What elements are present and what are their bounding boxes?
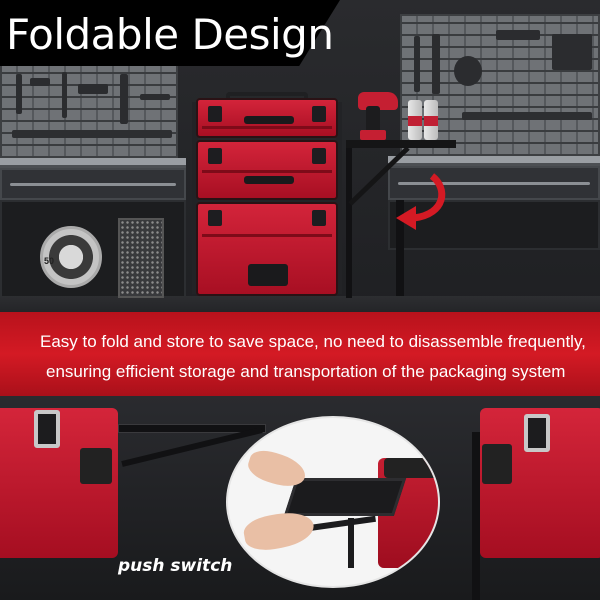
wrench-set-icon bbox=[496, 30, 540, 40]
latch-icon bbox=[312, 106, 326, 122]
cable-reel-label: 50 bbox=[44, 256, 55, 266]
tool-rail bbox=[12, 130, 172, 138]
drill-battery bbox=[360, 130, 386, 140]
bench-leg bbox=[396, 200, 404, 300]
toolbox-side-right bbox=[480, 408, 600, 558]
spray-can-icon bbox=[424, 100, 438, 140]
banner-line-1: Easy to fold and store to save space, no… bbox=[40, 332, 586, 351]
extended-arm bbox=[118, 424, 266, 433]
latch-icon bbox=[208, 148, 222, 164]
pliers-icon bbox=[454, 56, 482, 86]
floor bbox=[0, 296, 600, 312]
spray-can-icon bbox=[408, 100, 422, 140]
toolbox-side-left bbox=[0, 408, 118, 558]
arm-brace bbox=[121, 428, 263, 467]
curved-arrow-icon bbox=[396, 173, 446, 230]
drill-icon bbox=[358, 92, 398, 110]
wrench-icon bbox=[140, 94, 170, 100]
shelf-brace bbox=[348, 146, 410, 206]
drill-grip bbox=[366, 106, 380, 134]
detail-scene: push switch bbox=[0, 396, 600, 600]
folded-arm bbox=[472, 432, 480, 600]
toolbox-top-tier bbox=[196, 98, 338, 138]
headline-background bbox=[0, 0, 340, 66]
screwdriver-icon bbox=[414, 36, 420, 92]
grip bbox=[244, 116, 294, 124]
workbench-right bbox=[388, 156, 600, 166]
grip bbox=[248, 264, 288, 286]
drawer-cabinet-right bbox=[388, 166, 600, 200]
toolbox-bottom-tier bbox=[196, 202, 338, 296]
fold-out-tray bbox=[283, 478, 407, 516]
tray-leg bbox=[348, 518, 354, 568]
folding-shelf bbox=[346, 140, 456, 148]
drawer-cabinet-left bbox=[0, 168, 186, 200]
banner-line-2: ensuring efficient storage and transport… bbox=[46, 362, 566, 381]
mesh-bin bbox=[118, 218, 164, 298]
workbench-left bbox=[0, 158, 186, 168]
latch-icon bbox=[312, 210, 326, 226]
screwdriver-set-icon bbox=[552, 34, 592, 70]
cable-reel bbox=[40, 226, 102, 288]
wrench-icon bbox=[30, 78, 50, 86]
latch-icon bbox=[208, 106, 222, 122]
latch-icon bbox=[524, 414, 550, 452]
toolbox-middle-tier bbox=[196, 140, 338, 200]
tool-rail bbox=[462, 112, 592, 120]
latch-icon bbox=[208, 210, 222, 226]
push-switch-inset bbox=[228, 418, 438, 586]
shelf-upright bbox=[346, 148, 352, 298]
headline: Foldable Design bbox=[6, 10, 334, 59]
pliers-icon bbox=[78, 84, 108, 94]
description-banner: Easy to fold and store to save space, no… bbox=[0, 312, 600, 396]
latch-icon bbox=[312, 148, 326, 164]
bench-base-right bbox=[388, 200, 600, 250]
grip bbox=[244, 176, 294, 184]
hammer-icon bbox=[120, 74, 128, 124]
stacked-toolbox bbox=[190, 92, 344, 300]
push-switch-label: push switch bbox=[118, 556, 233, 576]
pegboard-left bbox=[0, 62, 178, 158]
screwdriver-icon bbox=[16, 74, 22, 114]
screwdriver-icon bbox=[62, 72, 67, 118]
hammer-icon bbox=[432, 34, 440, 94]
latch-icon bbox=[34, 410, 60, 448]
